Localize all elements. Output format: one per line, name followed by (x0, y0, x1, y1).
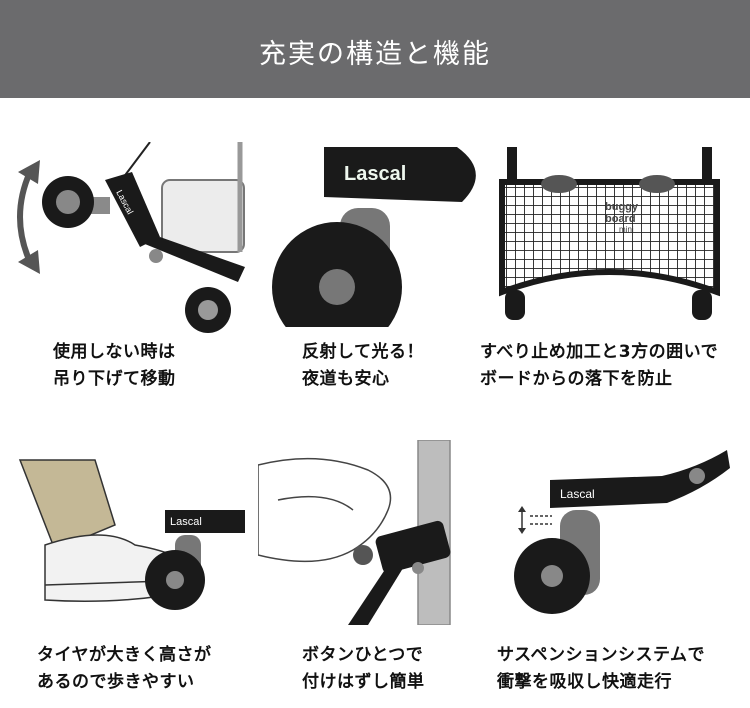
feature-caption: ボタンひとつで 付けはずし簡単 (302, 642, 425, 696)
header-banner: 充実の構造と機能 (0, 0, 750, 98)
caption-line1: すべり止め加工と3方の囲いで (480, 342, 719, 362)
feature-caption: 反射して光る！ 夜道も安心 (302, 339, 424, 393)
logo-text: Lascal (560, 487, 595, 501)
folding-wheel-illustration: Lascal (17, 142, 245, 333)
logo-text: Lascal (170, 516, 202, 528)
logo-text: Lascal (344, 163, 406, 185)
caption-line2: あるので歩きやすい (37, 672, 195, 692)
svg-text:mini: mini (619, 225, 634, 234)
caption-line1: ボタンひとつで (302, 645, 424, 665)
caption-line1: サスペンションシステムで (497, 645, 705, 665)
feature-caption: サスペンションシステムで 衝撃を吸収し快適走行 (497, 642, 705, 696)
page-title: 充実の構造と機能 (259, 39, 491, 70)
feature-caption: すべり止め加工と3方の囲いで ボードからの落下を防止 (480, 339, 718, 393)
suspension-illustration: Lascal (514, 450, 730, 614)
caption-line1: タイヤが大きく高さが (37, 645, 212, 665)
caption-line2: 付けはずし簡単 (302, 672, 425, 692)
caption-line2: ボードからの落下を防止 (480, 369, 673, 389)
button-attach-illustration (258, 440, 451, 625)
board-illustration: buggy board mini (499, 147, 720, 320)
caption-line2: 衝撃を吸収し快適走行 (497, 672, 672, 692)
caption-line1: 反射して光る！ (302, 342, 424, 362)
svg-text:buggy: buggy (605, 201, 639, 213)
caption-line1: 使用しない時は (53, 342, 176, 362)
reflective-logo-illustration: Lascal (272, 147, 476, 327)
caption-line2: 吊り下げて移動 (53, 369, 176, 389)
svg-text:board: board (605, 213, 636, 225)
big-wheel-illustration: Lascal (18, 459, 245, 610)
feature-caption: 使用しない時は 吊り下げて移動 (53, 339, 176, 393)
caption-line2: 夜道も安心 (302, 369, 390, 389)
rotate-arrow-icon (17, 170, 33, 264)
feature-caption: タイヤが大きく高さが あるので歩きやすい (37, 642, 212, 696)
